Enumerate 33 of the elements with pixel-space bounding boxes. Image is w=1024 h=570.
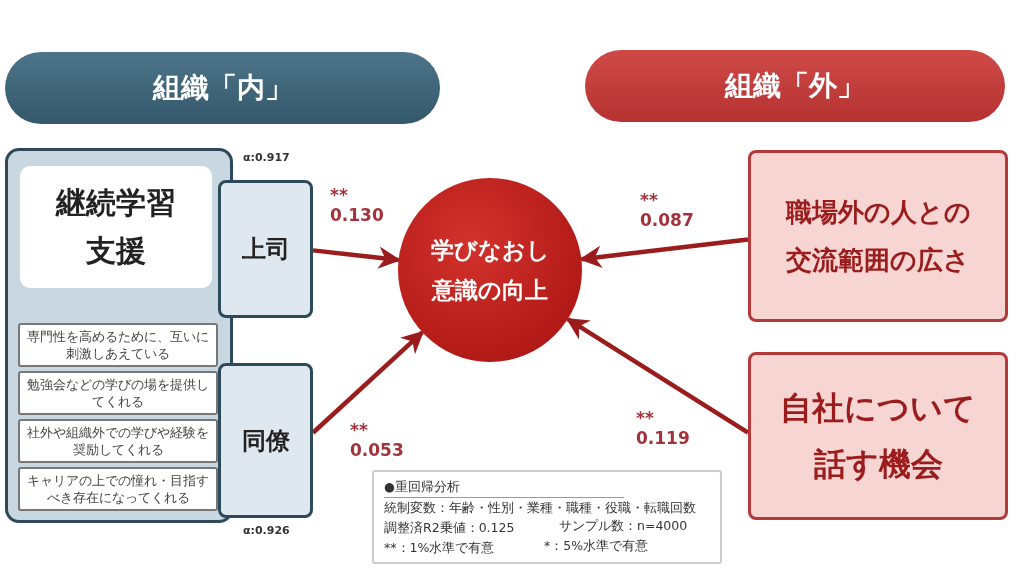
node-label: 同僚 <box>241 425 290 457</box>
node-label: 継続学習支援 <box>54 184 177 270</box>
note-line: *：5%水準で有意 <box>544 537 649 555</box>
arrow <box>565 317 750 435</box>
node-label: 上司 <box>241 234 290 265</box>
alpha-label: α:0.917 <box>243 151 290 164</box>
item-box <box>18 371 218 415</box>
note-box <box>372 470 722 564</box>
node-label: 組織「外」 <box>725 68 865 104</box>
note-line: サンプル数：n=4000 <box>559 517 688 535</box>
note-line: ●重回帰分析 <box>384 476 624 498</box>
arrow <box>579 237 749 268</box>
node-label: 自社について話す機会 <box>779 388 977 485</box>
factor-box <box>748 150 1008 322</box>
node-label: 社外や組織外での学びや経験を奨励してくれる <box>26 424 210 458</box>
item-box <box>18 323 218 367</box>
title-box <box>20 166 212 288</box>
node-label: キャリアの上での憧れ・目指すべき存在になってくれる <box>26 472 210 506</box>
item-box <box>18 467 218 511</box>
alpha-label: α:0.926 <box>243 524 290 537</box>
arrow <box>311 330 424 435</box>
note-line: 統制変数：年齢・性別・業種・職種・役職・転職回数 <box>384 498 696 517</box>
arrow <box>312 246 401 269</box>
support-panel <box>5 148 233 523</box>
item-box <box>18 419 218 463</box>
node-label: 組織「内」 <box>152 70 293 106</box>
node-label: 職場外の人との交流範囲の広さ <box>785 196 971 277</box>
factor-box <box>748 352 1008 520</box>
note-line: 調整済R2乗値：0.125 <box>384 518 515 537</box>
node-label: 専門性を高めるために、互いに刺激しあえている <box>26 328 210 362</box>
node-label: 勉強会などの学びの場を提供してくれる <box>26 376 210 410</box>
note-line: **：1%水準で有意 <box>384 538 495 557</box>
node-label: 学びなおし意識の向上 <box>429 236 551 305</box>
